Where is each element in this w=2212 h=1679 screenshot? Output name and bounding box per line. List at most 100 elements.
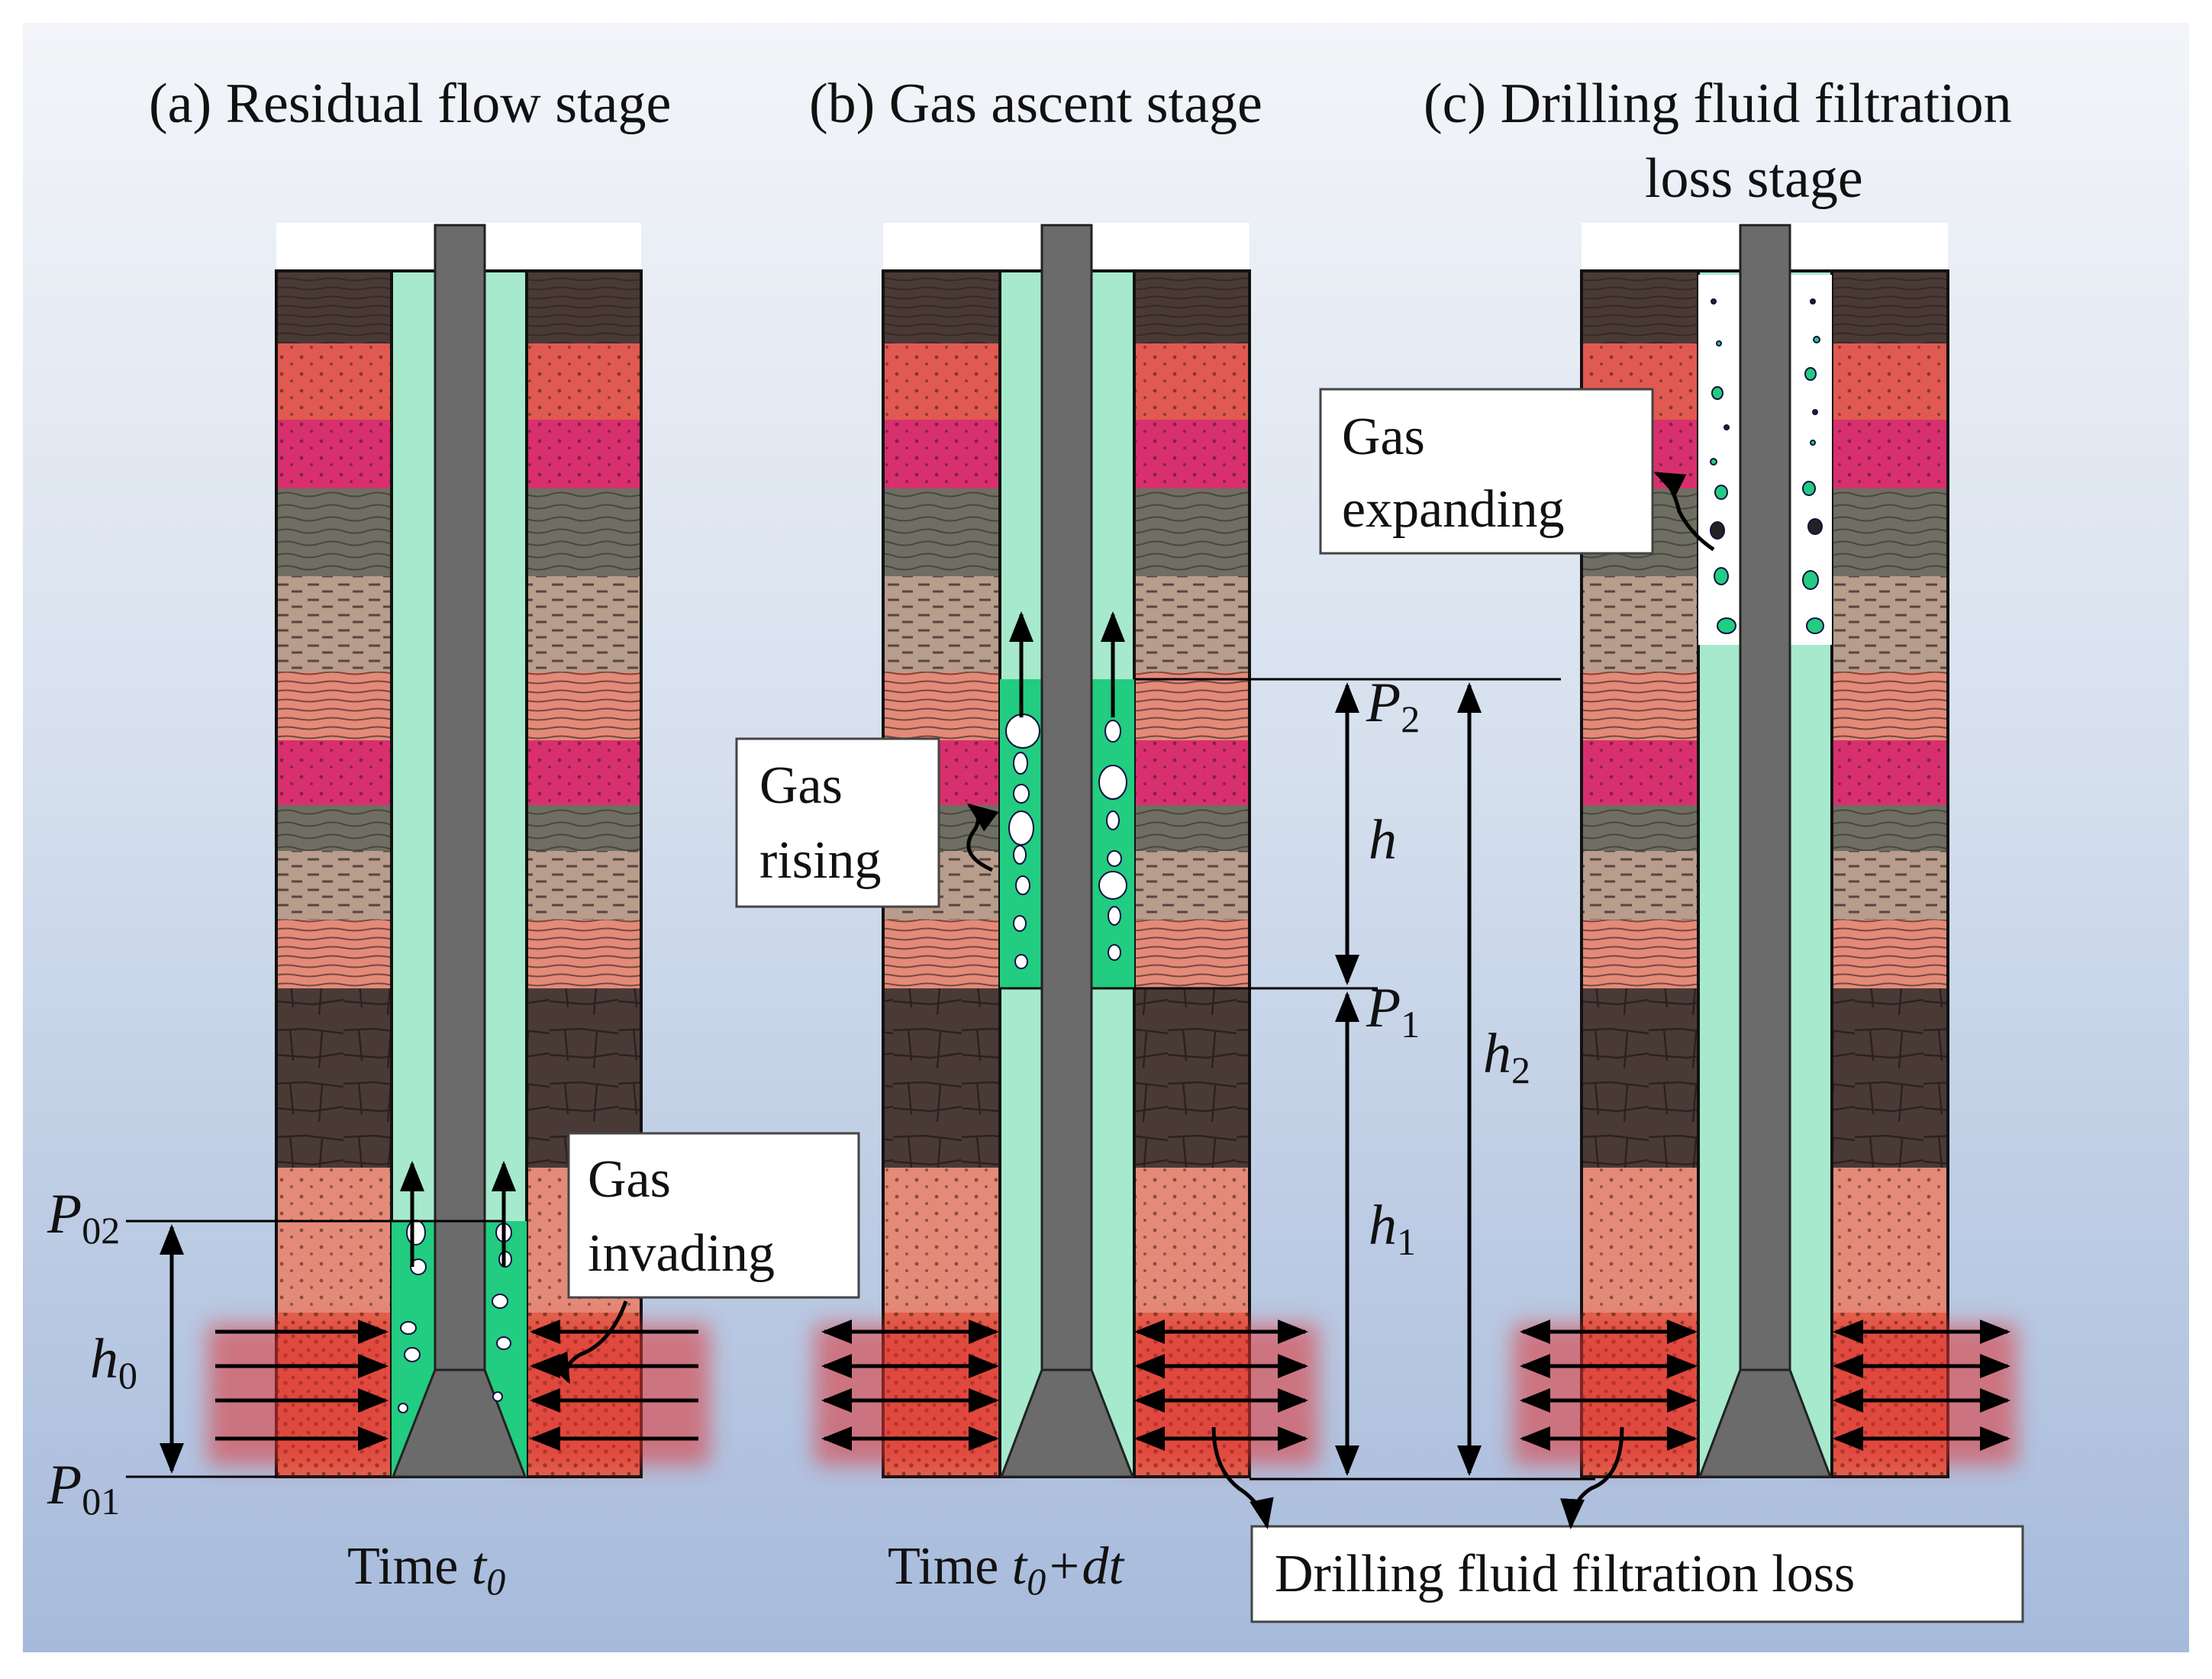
layer-salmon-2-texture-1-1 — [1134, 920, 1249, 988]
dimension-lines — [126, 678, 1595, 1481]
layer-dark-top-texture-0-0 — [276, 271, 392, 343]
layer-tan-texture-2-1 — [1832, 576, 1948, 672]
layer-shale-texture-1-1 — [1134, 988, 1249, 1168]
drill-bit-2 — [1698, 1368, 1833, 1478]
reservoir-glow-1-1 — [1127, 1324, 1318, 1465]
flow-arrows — [160, 611, 2010, 1476]
layer-tan-2-texture-0-1 — [527, 851, 641, 920]
layer-tan-texture-0-0 — [276, 576, 392, 672]
layer-gray-texture-0-0 — [276, 488, 392, 576]
layer-red-texture-0-0 — [276, 343, 392, 420]
symbol-P01-base: P — [47, 1454, 82, 1516]
bubble-b-3 — [1008, 810, 1034, 846]
gas-invading-line2: invading — [588, 1224, 775, 1283]
layer-salmon-2-texture-0-0 — [276, 920, 392, 988]
time-label-b-sub: 0 — [1027, 1560, 1046, 1603]
layer-shale-texture-2-1 — [1832, 988, 1948, 1168]
layer-salmon-texture-0-1 — [527, 672, 641, 740]
layer-dark-top-texture-0-1 — [527, 271, 641, 343]
title-c-line2: loss stage — [1645, 147, 1863, 210]
bubble-c-9 — [1810, 298, 1816, 305]
bubble-c-13 — [1810, 440, 1816, 446]
bubble-a-9 — [492, 1391, 503, 1402]
layer-salmon-texture-1-0 — [883, 672, 1000, 740]
layer-gray-texture-1-1 — [1134, 488, 1249, 576]
time-label-b: Time t0+dt — [888, 1537, 1124, 1603]
symbol-h1-sub: 1 — [1397, 1220, 1416, 1263]
bubble-c-14 — [1802, 481, 1816, 496]
bubble-b-13 — [1108, 906, 1121, 926]
layer-salmon-2-texture-1-0 — [883, 920, 1000, 988]
layer-gray-texture-2-1 — [1832, 488, 1948, 576]
bubble-a-4 — [398, 1403, 408, 1413]
bubble-b-6 — [1013, 915, 1027, 932]
time-label-a-sub: 0 — [486, 1560, 505, 1603]
layer-gray-2-texture-0-1 — [527, 805, 641, 851]
layer-shale-texture-2-0 — [1582, 988, 1698, 1168]
layer-magenta-2-texture-1-1 — [1134, 740, 1249, 805]
layer-salmon-3-texture-1-1 — [1134, 1168, 1249, 1313]
layer-red-texture-1-0 — [883, 343, 1000, 420]
bubble-a-8 — [496, 1336, 511, 1350]
layer-tan-texture-2-0 — [1582, 576, 1698, 672]
bubble-b-14 — [1108, 944, 1121, 961]
bubble-c-2 — [1711, 386, 1723, 400]
layer-magenta-texture-1-0 — [883, 420, 1000, 488]
bubble-c-1 — [1716, 340, 1722, 346]
layer-dark-top-texture-1-1 — [1134, 271, 1249, 343]
bubble-c-0 — [1711, 298, 1717, 305]
bubble-b-7 — [1014, 954, 1028, 969]
bubble-b-2 — [1013, 784, 1030, 804]
symbol-P01: P01 — [47, 1454, 120, 1523]
symbol-h2-base: h — [1483, 1023, 1511, 1085]
bubble-c-12 — [1812, 409, 1818, 415]
layer-shale-texture-0-0 — [276, 988, 392, 1168]
layer-salmon-texture-0-0 — [276, 672, 392, 740]
drill-pipe-0 — [434, 224, 486, 1371]
bubble-c-10 — [1813, 336, 1820, 343]
bubble-b-11 — [1107, 850, 1122, 867]
symbol-h2: h2 — [1483, 1023, 1530, 1091]
title-b: (b) Gas ascent stage — [809, 73, 1262, 135]
gas-rising-line2: rising — [759, 831, 881, 890]
reservoir-glow-1-0 — [814, 1324, 1008, 1465]
time-label-a: Time t0 — [347, 1537, 505, 1603]
layer-dark-top-texture-2-0 — [1582, 271, 1698, 343]
layer-magenta-texture-1-1 — [1134, 420, 1249, 488]
layer-tan-texture-1-1 — [1134, 576, 1249, 672]
layer-tan-2-texture-2-1 — [1832, 851, 1948, 920]
symbol-h0-sub: 0 — [118, 1354, 137, 1397]
gas-expanding-callout: Gas expanding — [1319, 388, 1715, 555]
symbol-h2-sub: 2 — [1511, 1049, 1530, 1091]
layer-salmon-3-texture-2-1 — [1832, 1168, 1948, 1313]
symbol-P02-sub: 02 — [82, 1209, 120, 1252]
gas-expanding-line2: expanding — [1342, 480, 1565, 539]
layer-tan-2-texture-0-0 — [276, 851, 392, 920]
layer-red-texture-2-1 — [1832, 343, 1948, 420]
layer-magenta-texture-0-0 — [276, 420, 392, 488]
reservoir-glow-2-0 — [1513, 1324, 1706, 1465]
bubble-b-5 — [1015, 875, 1030, 895]
symbol-h1: h1 — [1369, 1194, 1416, 1263]
bubble-b-1 — [1013, 752, 1028, 775]
layer-salmon-texture-1-1 — [1134, 672, 1249, 740]
bubble-a-2 — [400, 1321, 417, 1335]
layer-gray-2-texture-1-1 — [1134, 805, 1249, 851]
bubble-b-12 — [1098, 871, 1127, 900]
layer-salmon-3-texture-2-0 — [1582, 1168, 1698, 1313]
layer-tan-2-texture-1-1 — [1134, 851, 1249, 920]
layer-magenta-2-texture-2-0 — [1582, 740, 1698, 805]
drill-bit-1 — [999, 1368, 1135, 1478]
layer-magenta-2-texture-2-1 — [1832, 740, 1948, 805]
bubble-a-0 — [406, 1220, 426, 1246]
bubble-c-6 — [1710, 521, 1725, 540]
gas-rising-callout: Gas rising — [735, 737, 999, 908]
symbol-P02-base: P — [47, 1183, 82, 1246]
gas-invading-line1: Gas — [588, 1150, 671, 1209]
layer-salmon-2-texture-2-1 — [1832, 920, 1948, 988]
time-label-b-var: t — [1012, 1537, 1028, 1596]
bubble-b-8 — [1104, 720, 1121, 743]
layer-salmon-3-texture-1-0 — [883, 1168, 1000, 1313]
